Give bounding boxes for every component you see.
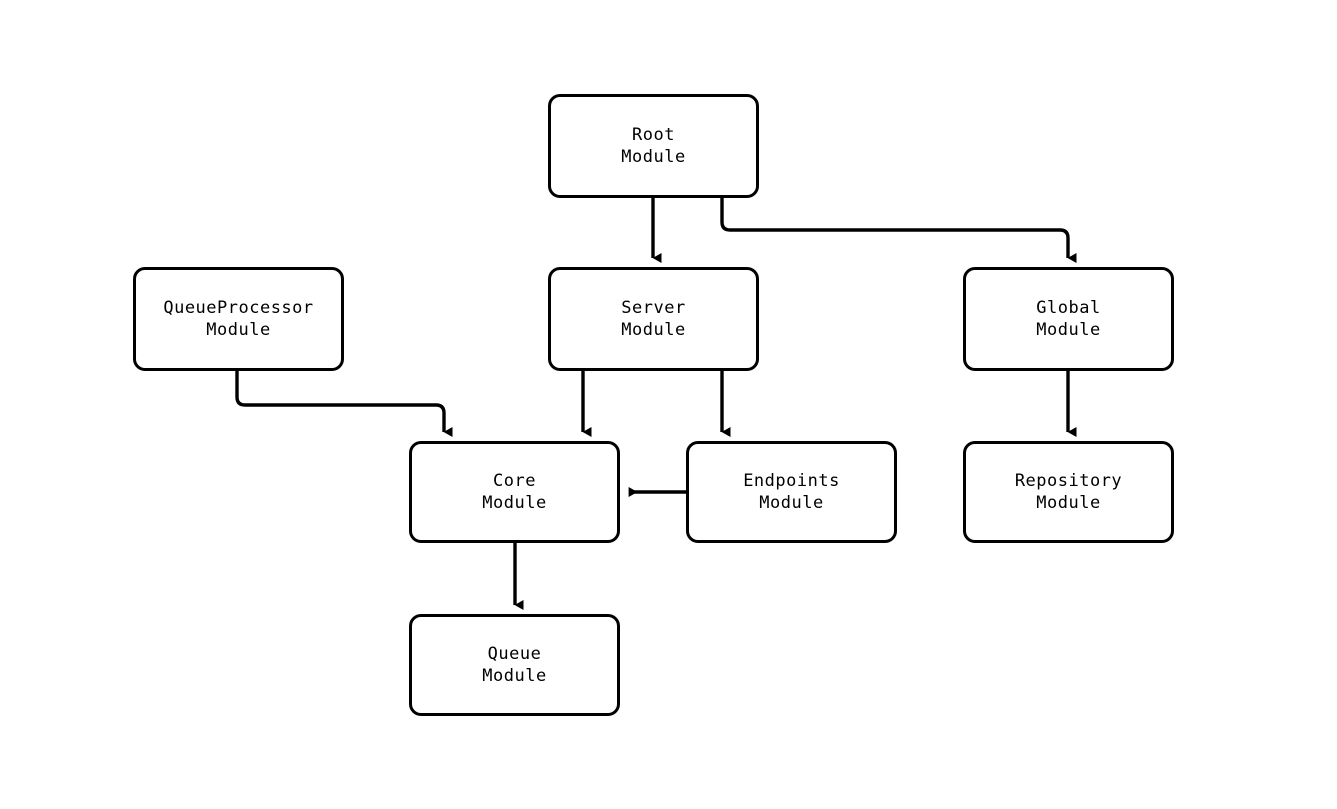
node-server-label-line1: Server bbox=[621, 298, 686, 318]
node-queueprocessor[interactable]: QueueProcessor Module bbox=[133, 267, 344, 371]
node-endpoints-label-line2: Module bbox=[759, 493, 824, 513]
node-endpoints-label-line1: Endpoints bbox=[743, 471, 840, 491]
node-core[interactable]: Core Module bbox=[409, 441, 620, 543]
node-endpoints[interactable]: Endpoints Module bbox=[686, 441, 897, 543]
node-queueprocessor-label-line2: Module bbox=[206, 320, 271, 340]
edge-queueprocessor-core bbox=[235, 371, 453, 437]
node-server[interactable]: Server Module bbox=[548, 267, 759, 371]
node-core-label-line2: Module bbox=[482, 493, 547, 513]
node-root-label-line2: Module bbox=[621, 147, 686, 167]
node-queueprocessor-label-line1: QueueProcessor bbox=[163, 298, 314, 318]
node-queue-label-line1: Queue bbox=[487, 644, 542, 664]
node-global-label-line2: Module bbox=[1036, 320, 1101, 340]
node-core-label-line1: Core bbox=[493, 471, 536, 491]
node-server-label-line2: Module bbox=[621, 320, 686, 340]
node-global-label-line1: Global bbox=[1036, 298, 1101, 318]
node-repository[interactable]: Repository Module bbox=[963, 441, 1174, 543]
node-global[interactable]: Global Module bbox=[963, 267, 1174, 371]
node-queue[interactable]: Queue Module bbox=[409, 614, 620, 716]
edge-root-global bbox=[720, 198, 1077, 263]
node-queue-label-line2: Module bbox=[482, 666, 547, 686]
node-repository-label-line1: Repository bbox=[1014, 471, 1123, 491]
node-repository-label-line2: Module bbox=[1036, 493, 1101, 513]
node-root-label-line1: Root bbox=[632, 125, 675, 145]
node-root[interactable]: Root Module bbox=[548, 94, 759, 198]
